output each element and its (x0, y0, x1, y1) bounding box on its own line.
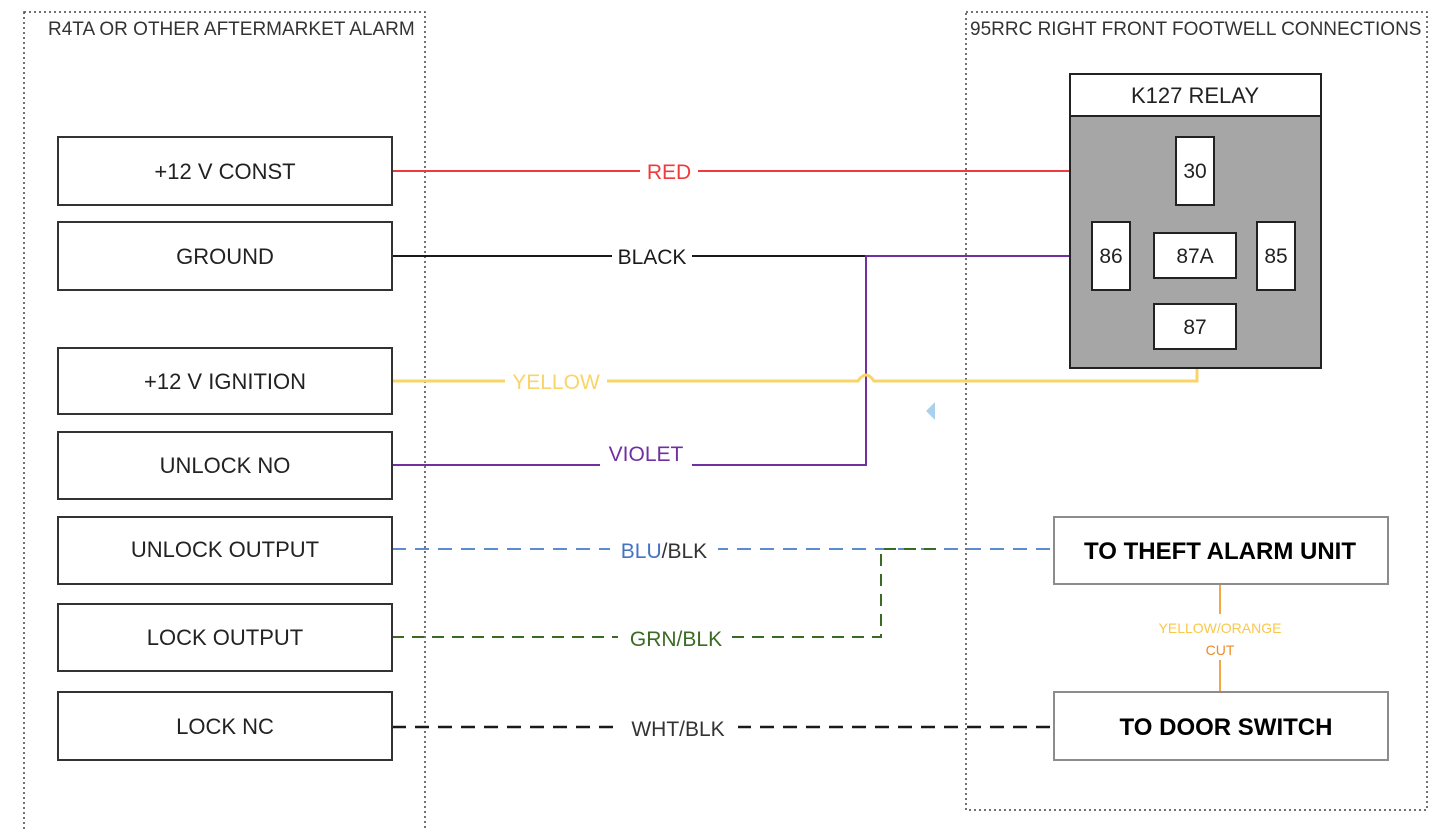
terminal-label: LOCK OUTPUT (147, 625, 303, 650)
pin-label: 30 (1183, 160, 1206, 183)
relay-pin-86: 86 (1091, 221, 1131, 291)
blu-blk-wire-label: BLU/BLK (621, 540, 707, 563)
wire-labels: RED BLACK YELLOW VIOLET BLU/BLK GRN/BLK … (505, 158, 1281, 741)
theft-alarm-unit-label: TO THEFT ALARM UNIT (1084, 538, 1356, 565)
alarm-section-frame (23, 11, 426, 830)
red-wire-label: RED (647, 161, 691, 184)
relay-title: K127 RELAY (1131, 83, 1259, 108)
terminal-label: LOCK NC (176, 714, 274, 739)
grn-blk-wire-label: GRN/BLK (630, 628, 722, 651)
footwell-section: 95RRC RIGHT FRONT FOOTWELL CONNECTIONS (965, 11, 1428, 811)
footwell-section-label: 95RRC RIGHT FRONT FOOTWELL CONNECTIONS (970, 19, 1421, 40)
terminal-lock-output: LOCK OUTPUT (57, 603, 393, 672)
terminal-label: GROUND (176, 244, 274, 269)
yellow-orange-wire-label: YELLOW/ORANGE (1159, 620, 1282, 636)
terminal-12v-const: +12 V CONST (57, 136, 393, 206)
door-switch-label: TO DOOR SWITCH (1120, 714, 1333, 741)
pin-label: 87A (1176, 245, 1213, 268)
pointer-icon (926, 402, 935, 420)
footwell-section-frame (965, 11, 1428, 811)
violet-wire (392, 255, 1092, 466)
alarm-terminals: +12 V CONST GROUND +12 V IGNITION UNLOCK… (57, 136, 393, 761)
black-wire-label: BLACK (618, 246, 687, 269)
alarm-section-label: R4TA OR OTHER AFTERMARKET ALARM (48, 19, 415, 40)
terminal-unlock-output: UNLOCK OUTPUT (57, 516, 393, 585)
yellow-wire-label: YELLOW (512, 371, 600, 394)
yellow-wire (392, 348, 1199, 383)
relay-pin-30: 30 (1175, 136, 1215, 206)
door-switch-box: TO DOOR SWITCH (1053, 691, 1389, 761)
theft-alarm-unit-box: TO THEFT ALARM UNIT (1053, 516, 1389, 585)
alarm-section: R4TA OR OTHER AFTERMARKET ALARM (23, 11, 426, 830)
terminal-ground: GROUND (57, 221, 393, 291)
terminal-lock-nc: LOCK NC (57, 691, 393, 761)
violet-wire-label: VIOLET (609, 443, 684, 466)
pin-label: 85 (1264, 245, 1287, 268)
relay-pin-87a: 87A (1153, 232, 1237, 279)
relay-pin-87: 87 (1153, 303, 1237, 350)
pin-label: 86 (1099, 245, 1122, 268)
relay-header (1069, 73, 1322, 117)
terminal-unlock-no: UNLOCK NO (57, 431, 393, 500)
blu-blk-wire-text-black: /BLK (662, 540, 708, 563)
terminal-label: +12 V CONST (154, 159, 295, 184)
terminal-label: UNLOCK OUTPUT (131, 537, 319, 562)
terminal-label: UNLOCK NO (160, 453, 291, 478)
blu-blk-wire-text: BLU (621, 540, 662, 563)
wht-blk-wire-label: WHT/BLK (631, 718, 724, 741)
relay-pin-85: 85 (1256, 221, 1296, 291)
terminal-12v-ignition: +12 V IGNITION (57, 347, 393, 415)
pin-label: 87 (1183, 316, 1206, 339)
cut-label: CUT (1206, 642, 1235, 658)
terminal-label: +12 V IGNITION (144, 369, 306, 394)
k127-relay: K127 RELAY 30 86 87A 85 87 (1069, 73, 1322, 369)
